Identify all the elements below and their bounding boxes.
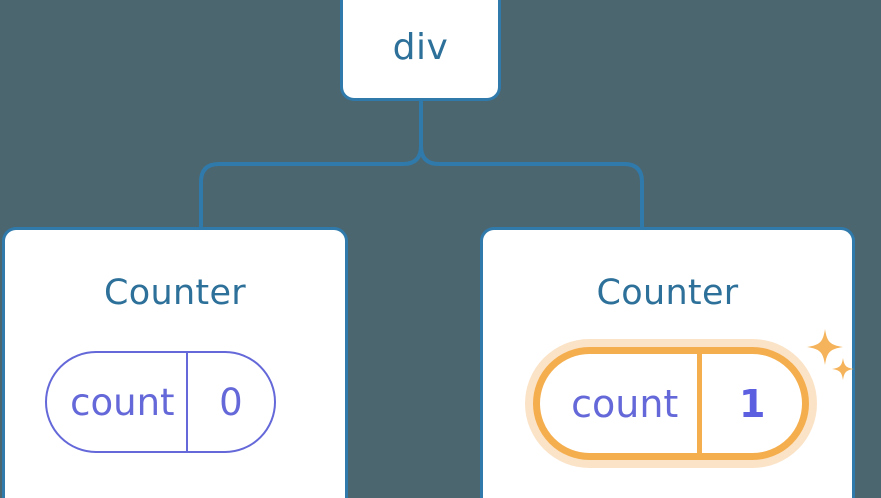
edge-div-to-counter-left xyxy=(199,99,423,230)
state-pill-count-right[interactable]: count 1 xyxy=(533,347,809,460)
sparkle-small-icon xyxy=(832,358,854,380)
state-pill-key: count xyxy=(540,354,703,453)
node-counter-right[interactable]: Counter count 1 xyxy=(480,227,855,498)
state-pill-key: count xyxy=(47,353,188,451)
node-div[interactable]: div xyxy=(340,0,501,101)
sparkle-icon xyxy=(807,329,854,380)
sparkle-large-icon xyxy=(807,329,843,365)
node-counter-left[interactable]: Counter count 0 xyxy=(2,227,348,498)
state-pill-count-left[interactable]: count 0 xyxy=(45,351,276,453)
node-counter-right-title: Counter xyxy=(596,273,739,313)
state-pill-value: 0 xyxy=(219,380,243,424)
node-counter-left-title: Counter xyxy=(104,273,246,313)
state-pill-value: 1 xyxy=(738,381,766,426)
edge-div-to-counter-right xyxy=(419,99,644,230)
node-div-label: div xyxy=(392,26,449,68)
